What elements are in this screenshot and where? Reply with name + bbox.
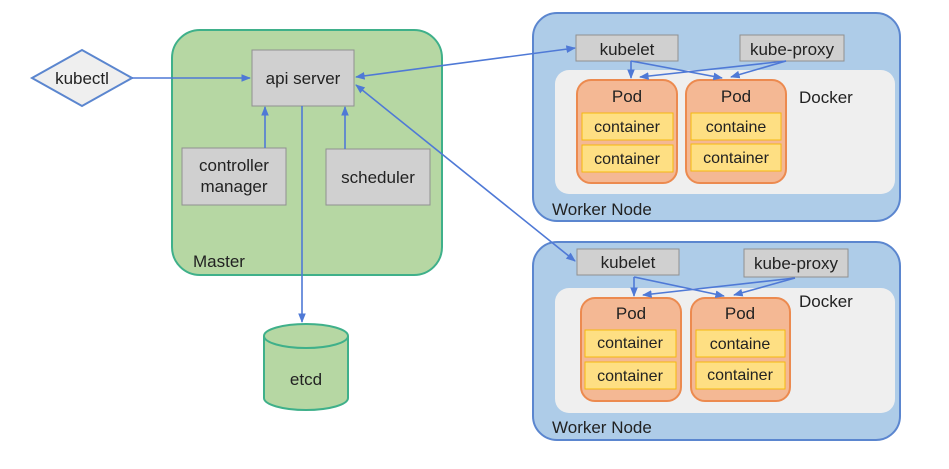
scheduler-label: scheduler [341,168,415,187]
kube-proxy-label: kube-proxy [754,254,839,273]
kube-proxy-box: kube-proxy [739,34,845,62]
kubelet-label: kubelet [600,40,655,59]
pod-label: Pod [721,87,751,106]
arrow-kubelet2-pod2 [633,276,725,298]
container-label: container [703,150,769,167]
container-label: containe [706,119,767,136]
docker-label: Docker [799,292,853,311]
docker-label: Docker [799,88,853,107]
kube-proxy-label: kube-proxy [750,40,835,59]
controller-manager-label-line2: manager [200,177,267,196]
worker-node-2: Worker Node Docker kubelet kube-proxy Po… [532,241,901,441]
container-label: container [594,151,660,168]
kubectl-client: kubectl [29,48,135,108]
connectors [132,45,796,323]
container-label: container [597,335,663,352]
arrow-kubelet1-pod2 [630,60,723,81]
master-node: Master api server controller manager sch… [171,29,443,276]
arrow-api-server-kubelet-1 [355,45,576,80]
arrow-kubeproxy1-pod1 [639,60,787,80]
kube-proxy-box: kube-proxy [743,248,849,278]
pod-label: Pod [725,304,755,323]
kubelet-box: kubelet [576,248,680,276]
api-server-box: api server [251,49,355,107]
arrow-api-server-kubelet-2 [355,84,576,262]
worker-node-label: Worker Node [552,418,652,437]
controller-manager-box: controller manager [181,147,287,206]
etcd-database: etcd [263,323,349,411]
scheduler-box: scheduler [325,148,431,206]
container-label: containe [710,336,771,353]
kubectl-label: kubectl [55,69,109,88]
pod-label: Pod [612,87,642,106]
master-label: Master [193,252,245,271]
worker-node-label: Worker Node [552,200,652,219]
pod: Pod container container [576,79,678,184]
pod: Pod container container [580,297,682,402]
kubelet-label: kubelet [601,253,656,272]
etcd-label: etcd [290,370,322,389]
arrow-kubeproxy2-pod2 [733,277,796,297]
container-label: container [594,119,660,136]
worker-node-1: Worker Node Docker kubelet kube-proxy Po… [532,12,901,222]
arrow-kubeproxy2-pod1 [642,277,796,298]
pod: Pod containe container [685,79,787,184]
container-label: container [707,367,773,384]
api-server-label: api server [266,69,341,88]
pod-label: Pod [616,304,646,323]
pod: Pod containe container [690,297,791,402]
arrow-kubeproxy1-pod2 [730,60,787,79]
kubelet-box: kubelet [575,34,679,62]
container-label: container [597,368,663,385]
controller-manager-label-line1: controller [199,156,269,175]
